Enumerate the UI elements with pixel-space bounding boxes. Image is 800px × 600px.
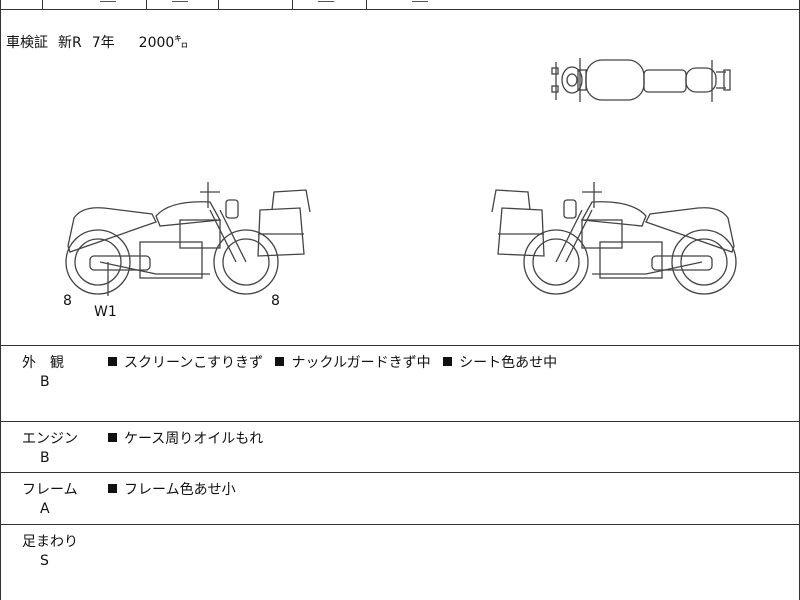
registration-mileage: 2000㌔ [138,35,189,51]
note-text: シート色あせ中 [459,355,558,371]
damage-mark-weld: W1 [94,304,117,320]
header-divider [146,0,147,9]
condition-row-exterior: 外 観 B スクリーンこすりきず ナックルガードきず中 シート色あせ中 [0,346,800,422]
bullet-square-icon [108,484,117,493]
damage-mark-rear: 8 [63,293,72,309]
note-item: フレーム色あせ小 [108,482,236,498]
note-item: ケース周りオイルもれ [108,431,263,447]
header-divider [292,0,293,9]
registration-year: 7年 [91,35,115,51]
note-item: ナックルガードきず中 [275,355,431,371]
row-category: 足まわり [22,534,78,550]
note-item: スクリーンこすりきず [108,355,263,371]
row-grade: B [40,450,50,466]
header-strip [0,0,800,10]
header-divider [42,0,43,9]
row-grade: S [40,553,49,569]
header-mark [412,0,428,2]
row-notes: ケース周りオイルもれ [108,428,271,448]
damage-mark-front: 8 [271,293,280,309]
registration-line: 車検証新R 7年 2000㌔ [6,32,198,52]
header-divider [366,0,367,9]
vehicle-diagram-section: 車検証新R 7年 2000㌔ [0,10,800,346]
header-mark [318,0,334,2]
registration-model: 新R [58,35,82,51]
bullet-square-icon [443,357,453,366]
row-notes: フレーム色あせ小 [108,479,244,499]
note-text: ケース周りオイルもれ [124,431,264,447]
row-category: フレーム [22,482,78,498]
condition-row-frame: フレーム A フレーム色あせ小 [0,473,800,525]
header-divider [218,0,219,9]
note-text: フレーム色あせ小 [124,482,236,498]
condition-row-suspension: 足まわり S [0,525,800,600]
row-category: エンジン [22,431,78,447]
row-category: 外 観 [22,355,64,371]
registration-label: 車検証 [6,35,48,51]
row-notes: スクリーンこすりきず ナックルガードきず中 シート色あせ中 [108,352,565,372]
bullet-square-icon [108,433,117,442]
note-text: ナックルガードきず中 [291,355,431,371]
row-grade: A [40,501,50,517]
motorcycle-right-side-icon [491,182,737,295]
row-grade: B [40,374,50,390]
note-text: スクリーンこすりきず [124,355,264,371]
condition-row-engine: エンジン B ケース周りオイルもれ [0,422,800,473]
header-mark [100,0,116,2]
motorcycle-top-view-icon [551,58,731,102]
header-mark [172,0,188,2]
note-item: シート色あせ中 [443,355,557,371]
motorcycle-left-side-icon [65,182,311,296]
bullet-square-icon [275,357,285,366]
frame-left-border [0,0,1,600]
bullet-square-icon [108,357,117,366]
